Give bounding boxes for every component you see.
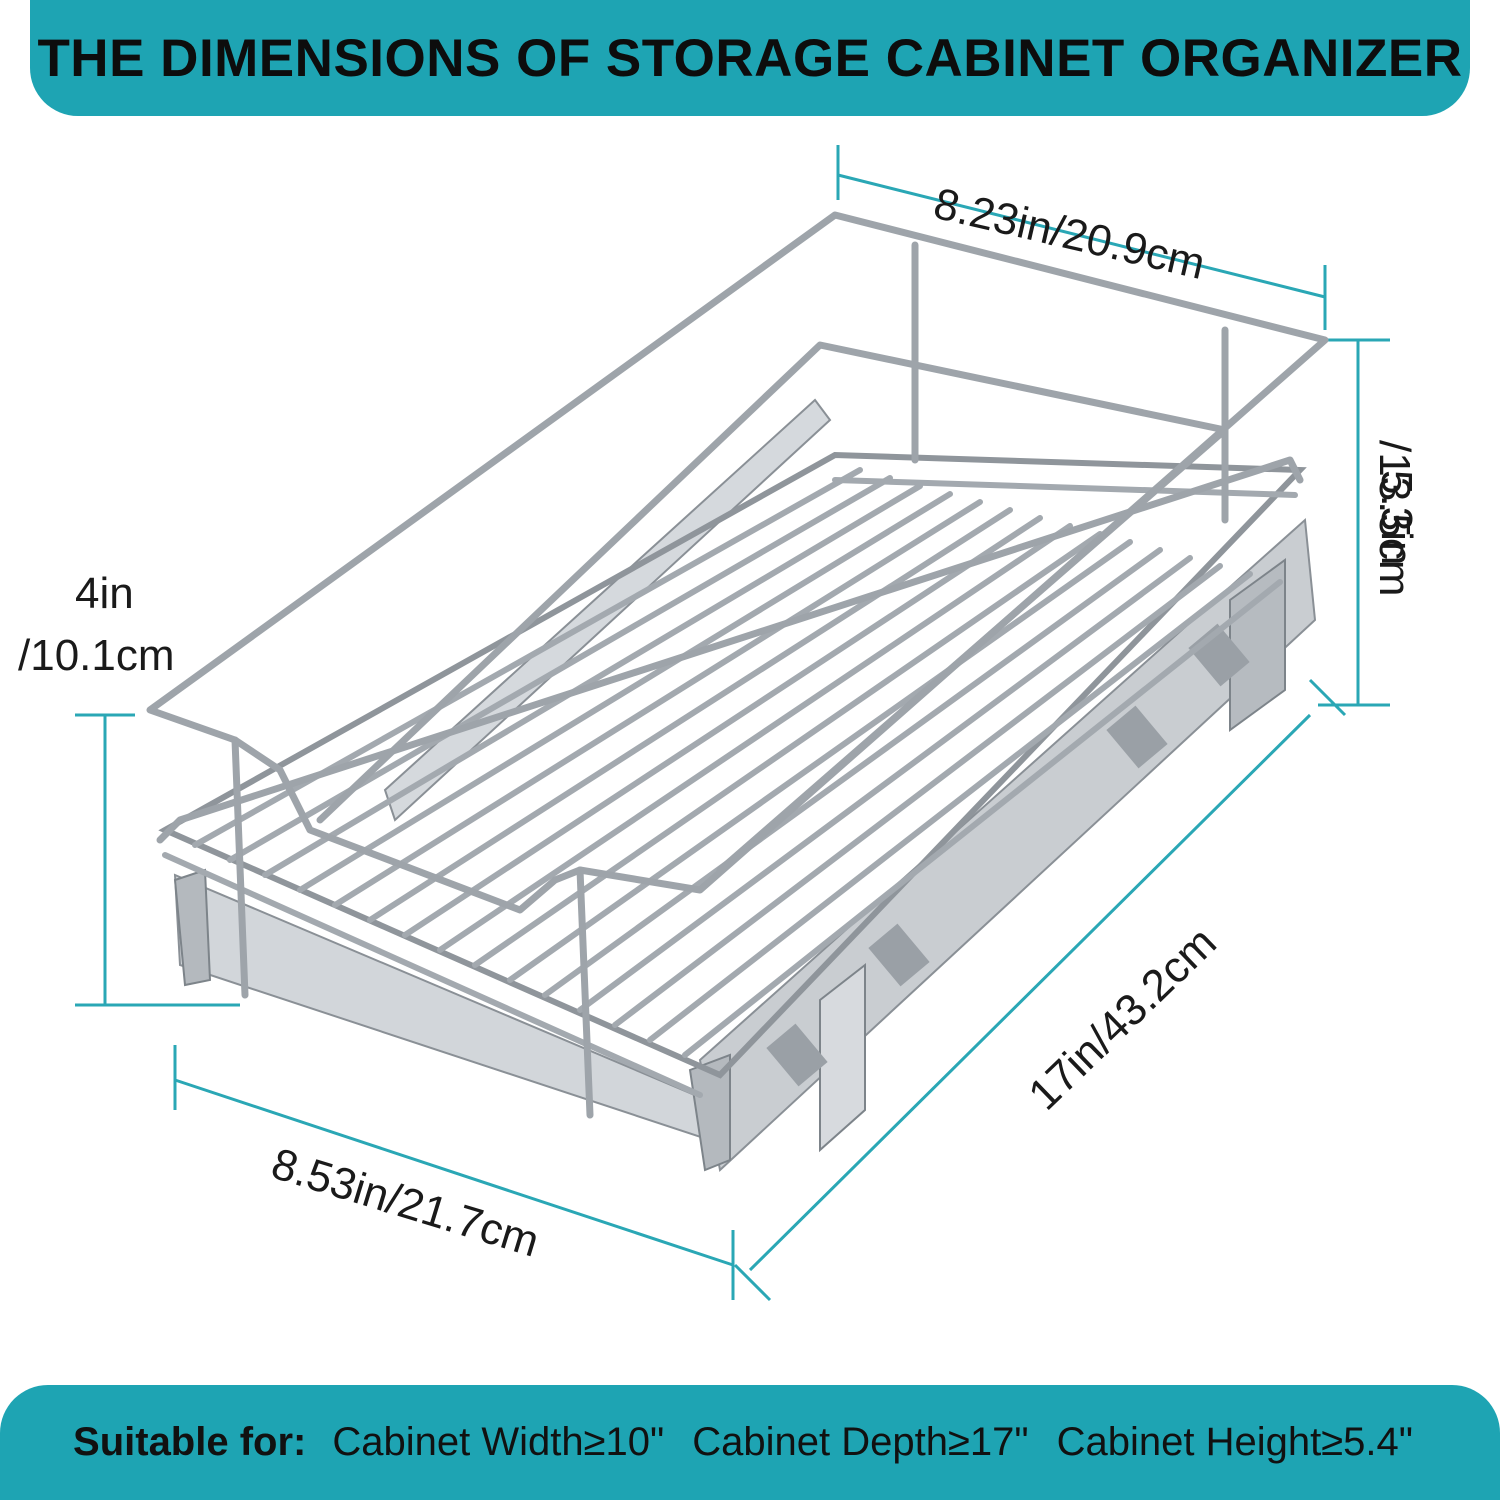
page-title: THE DIMENSIONS OF STORAGE CABINET ORGANI… — [37, 28, 1463, 88]
requirement-width: Cabinet Width≥10" — [332, 1420, 665, 1464]
depth-tick-bottom — [733, 1263, 772, 1302]
right-height-label-line2: /13.5cm — [1370, 440, 1419, 597]
top-width-line — [837, 173, 1326, 299]
left-height-label-line2: /10.1cm — [18, 631, 175, 680]
basket-frame-wires — [146, 211, 1329, 1119]
left-height-label-line1: 4in — [75, 569, 134, 618]
header-banner: THE DIMENSIONS OF STORAGE CABINET ORGANI… — [30, 0, 1470, 116]
depth-line — [748, 713, 1312, 1272]
footer-banner: Suitable for: Cabinet Width≥10" Cabinet … — [0, 1385, 1500, 1500]
requirement-depth: Cabinet Depth≥17" — [692, 1420, 1029, 1464]
slide-rail-left — [173, 868, 732, 1172]
bottom-width-line — [174, 1078, 734, 1267]
requirement-height: Cabinet Height≥5.4" — [1056, 1420, 1413, 1464]
dimension-lines — [75, 145, 1390, 1302]
footer-lead: Suitable for: — [73, 1420, 307, 1464]
depth-tick-top — [1308, 678, 1347, 717]
